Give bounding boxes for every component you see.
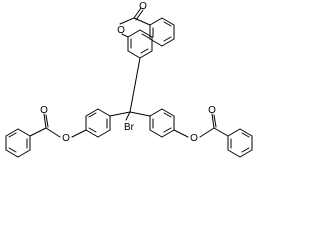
left-carbonyl-oxygen-label: O xyxy=(40,105,48,116)
atom-labels: O O Br O O O O xyxy=(40,1,216,144)
top-carbonyl-oxygen-label: O xyxy=(139,1,147,12)
left-phenyl-ring xyxy=(85,108,111,138)
right-benzoyl-ring xyxy=(227,128,253,158)
bromine-label: Br xyxy=(124,122,135,133)
top-ester-linkage xyxy=(119,7,151,38)
right-ester-linkage xyxy=(173,113,229,138)
left-ester-oxygen-label: O xyxy=(62,133,70,144)
left-ester-linkage xyxy=(29,113,87,138)
chemical-structure-diagram: O O Br O O O O xyxy=(5,1,253,158)
right-carbonyl-oxygen-label: O xyxy=(208,105,216,116)
top-ester-oxygen-label: O xyxy=(117,25,125,36)
central-carbon-bonds xyxy=(109,57,151,121)
right-phenyl-ring xyxy=(149,108,175,138)
top-benzoyl-ring xyxy=(149,17,175,47)
bonds xyxy=(5,7,253,158)
right-ester-oxygen-label: O xyxy=(190,133,198,144)
top-benzoyl-phenyl-ring xyxy=(127,29,153,59)
left-benzoyl-ring xyxy=(5,128,31,158)
